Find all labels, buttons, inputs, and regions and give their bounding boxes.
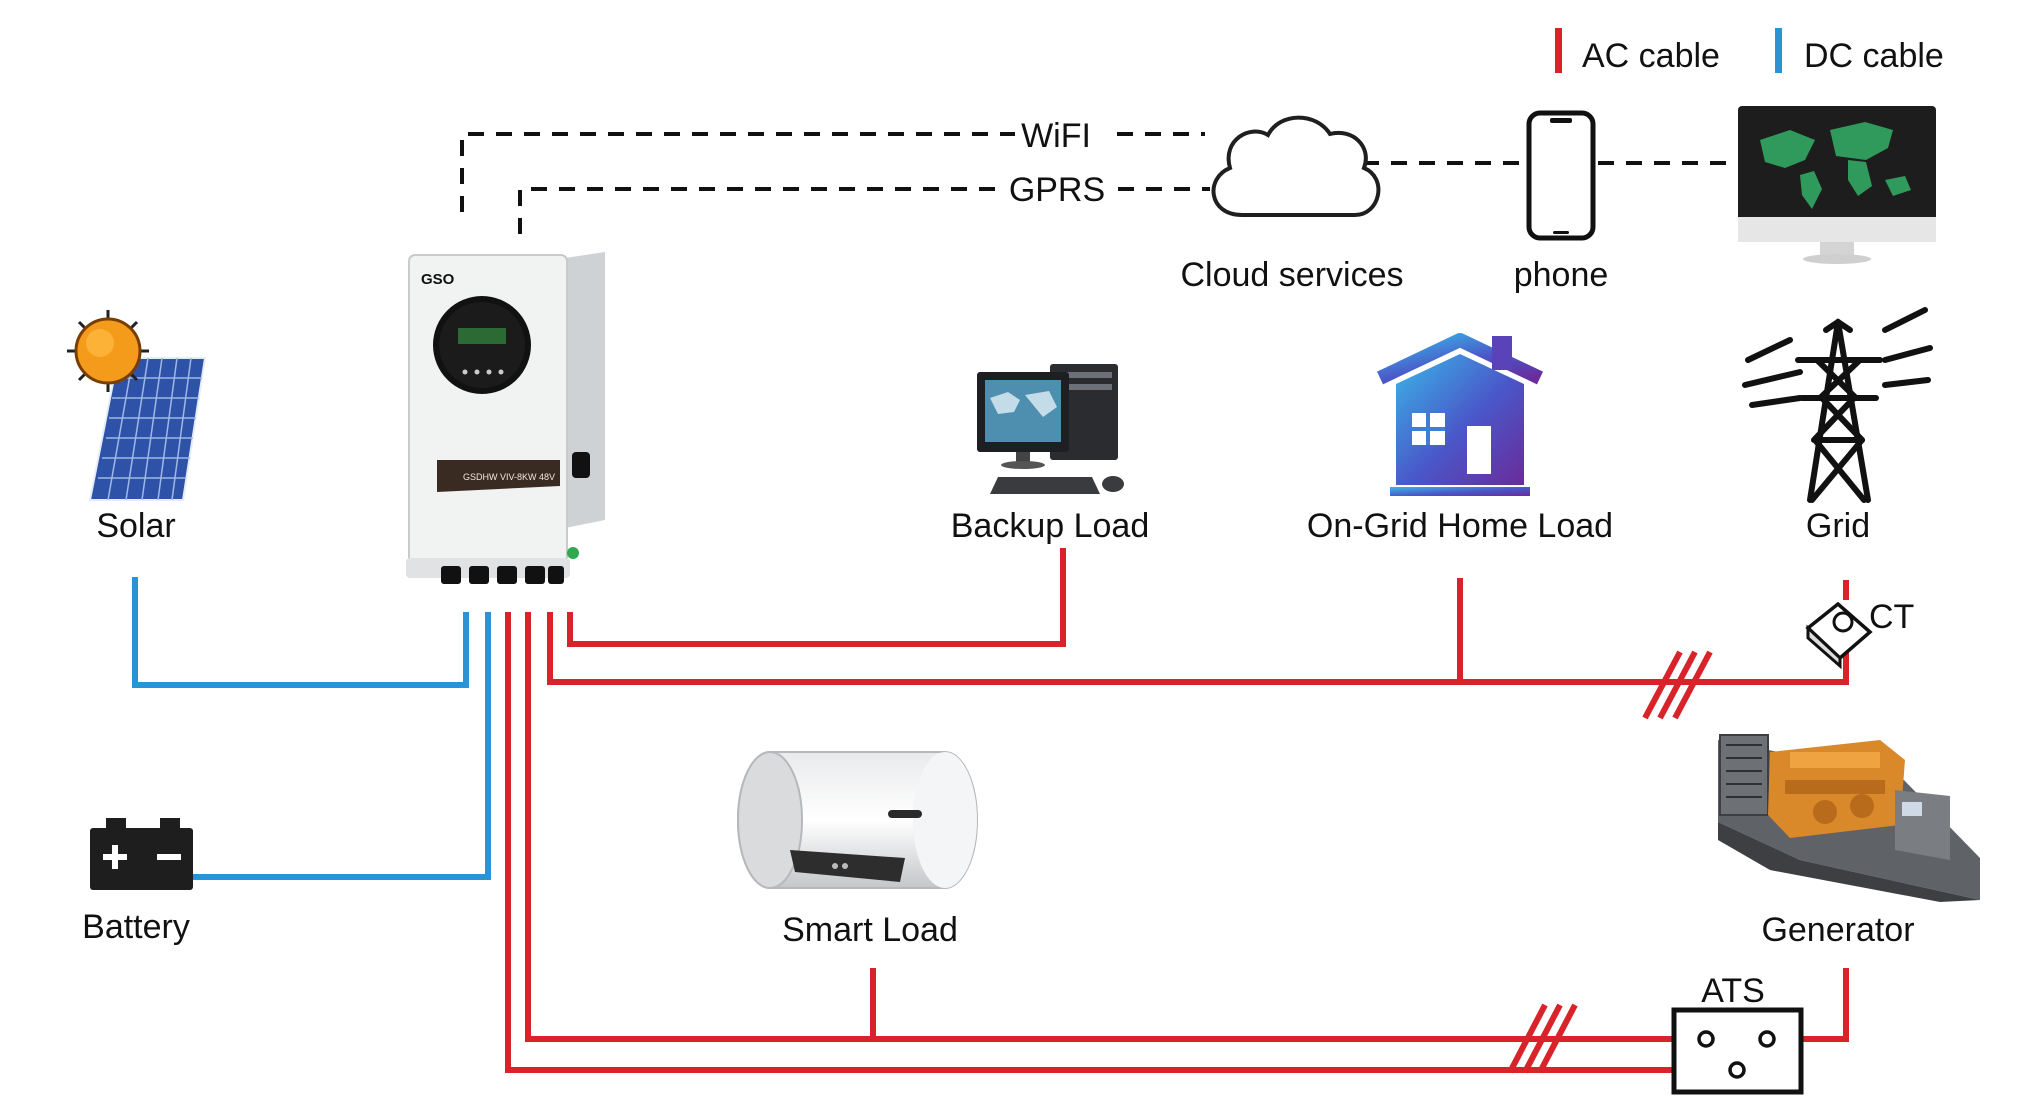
wifi-line (460, 132, 1015, 212)
grid-label: Grid (1806, 507, 1870, 545)
ac-cables (505, 548, 1849, 1074)
inverter-icon: GSO GSDHW VIV-8KW 48V (406, 252, 605, 584)
gprs-label: GPRS (1009, 171, 1105, 209)
smart-load-label: Smart Load (782, 911, 958, 949)
dc-cables (132, 577, 491, 880)
dc-legend-label: DC cable (1804, 37, 1944, 75)
battery-node: Battery (82, 818, 193, 946)
ct-node: CT (1805, 598, 1914, 670)
dc-legend-swatch (1775, 28, 1782, 73)
solar-label: Solar (96, 507, 175, 545)
ct-clamp-icon (1805, 601, 1873, 670)
legend: AC cable DC cable (1555, 28, 1944, 75)
solar-dc-cable (132, 577, 469, 688)
backup-load-cable (567, 548, 1066, 647)
smart-load-bus-cable (525, 612, 1706, 1042)
grid-phase-marks (1642, 650, 1713, 720)
ats-node: ATS (1671, 972, 1804, 1095)
ats-label: ATS (1701, 972, 1765, 1010)
generator-icon (1718, 734, 1980, 902)
ats-switch-icon (1671, 1007, 1804, 1095)
inverter-brand: GSO (421, 271, 455, 288)
ct-label: CT (1869, 598, 1914, 636)
ac-legend-swatch (1555, 28, 1562, 73)
desktop-computer-icon (977, 364, 1124, 494)
ats-feed-cable (505, 612, 1737, 1073)
phone-node: phone (1514, 110, 1609, 294)
backup-load-node: Backup Load (951, 364, 1150, 545)
monitor-icon (1738, 106, 1936, 264)
communication-links: WiFI GPRS (460, 117, 1735, 234)
power-tower-icon (1742, 307, 1933, 503)
cloud-icon (1211, 115, 1381, 217)
cloud-label: Cloud services (1181, 256, 1404, 294)
water-heater-icon (737, 751, 978, 889)
phone-label: phone (1514, 256, 1609, 294)
generator-label: Generator (1761, 911, 1914, 949)
battery-label: Battery (82, 908, 190, 946)
inverter-model: GSDHW VIV-8KW 48V (463, 472, 555, 482)
grid-node: Grid (1742, 307, 1933, 545)
sun-panel-icon (67, 310, 207, 501)
battery-dc-cable (192, 612, 491, 880)
smart-load-node: Smart Load (737, 751, 978, 949)
phone-icon (1526, 110, 1596, 241)
wifi-label: WiFI (1021, 117, 1091, 155)
solar-node: Solar (67, 310, 207, 545)
home-load-node: On-Grid Home Load (1307, 333, 1613, 545)
ac-legend-label: AC cable (1582, 37, 1720, 75)
backup-load-label: Backup Load (951, 507, 1150, 545)
battery-icon (90, 818, 193, 890)
house-icon (1376, 333, 1544, 496)
generator-node: Generator (1718, 734, 1980, 949)
ats-phase-marks (1507, 1003, 1578, 1074)
home-load-label: On-Grid Home Load (1307, 507, 1613, 545)
cloud-node: Cloud services (1181, 115, 1404, 294)
gprs-line (518, 187, 1000, 234)
